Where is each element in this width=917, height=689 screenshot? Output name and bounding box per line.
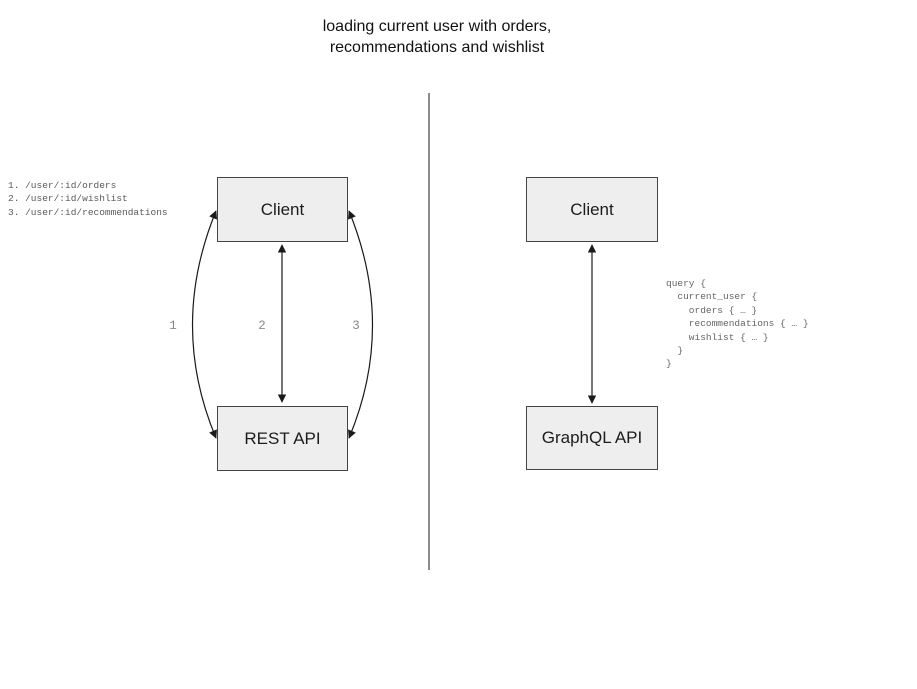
rest-arrow-1-orders xyxy=(191,210,218,439)
query-line-current-user: current_user { xyxy=(666,291,758,303)
rest-arrow-label-2: 2 xyxy=(258,319,266,333)
graphql-client-node-label: Client xyxy=(570,199,614,219)
rest-arrow-label-3: 3 xyxy=(352,319,360,333)
rest-endpoint-recommendations: 3. /user/:id/recommendations xyxy=(8,206,168,218)
diagram-title: loading current user with orders, recomm… xyxy=(0,16,874,58)
query-line-recommendations: recommendations { … } xyxy=(666,318,809,330)
query-line-close-outer: } xyxy=(666,358,672,370)
diagram-title-line1: loading current user with orders, xyxy=(322,18,552,35)
graphql-client-node: Client xyxy=(526,177,658,242)
query-line-orders: orders { … } xyxy=(666,304,758,316)
rest-api-node: REST API xyxy=(217,406,348,471)
diagram-title-line2: recommendations and wishlist xyxy=(329,39,545,56)
graphql-api-node-label: GraphQL API xyxy=(541,428,643,447)
graphql-api-node: GraphQL API xyxy=(526,406,658,470)
rest-endpoint-orders: 1. /user/:id/orders xyxy=(8,180,117,191)
rest-client-node-label: Client xyxy=(260,199,305,219)
rest-endpoint-list: 1. /user/:id/orders 2. /user/:id/wishlis… xyxy=(8,179,168,219)
graphql-query-snippet: query { current_user { orders { … } reco… xyxy=(666,277,809,371)
rest-arrow-label-1: 1 xyxy=(169,319,177,333)
rest-endpoint-wishlist: 2. /user/:id/wishlist xyxy=(8,193,128,205)
rest-api-node-label: REST API xyxy=(244,428,321,448)
rest-arrow-3-recommendations xyxy=(347,210,374,439)
query-line-open: query { xyxy=(666,278,706,289)
query-line-close-inner: } xyxy=(666,345,684,357)
query-line-wishlist: wishlist { … } xyxy=(666,331,769,343)
rest-client-node: Client xyxy=(217,177,348,242)
